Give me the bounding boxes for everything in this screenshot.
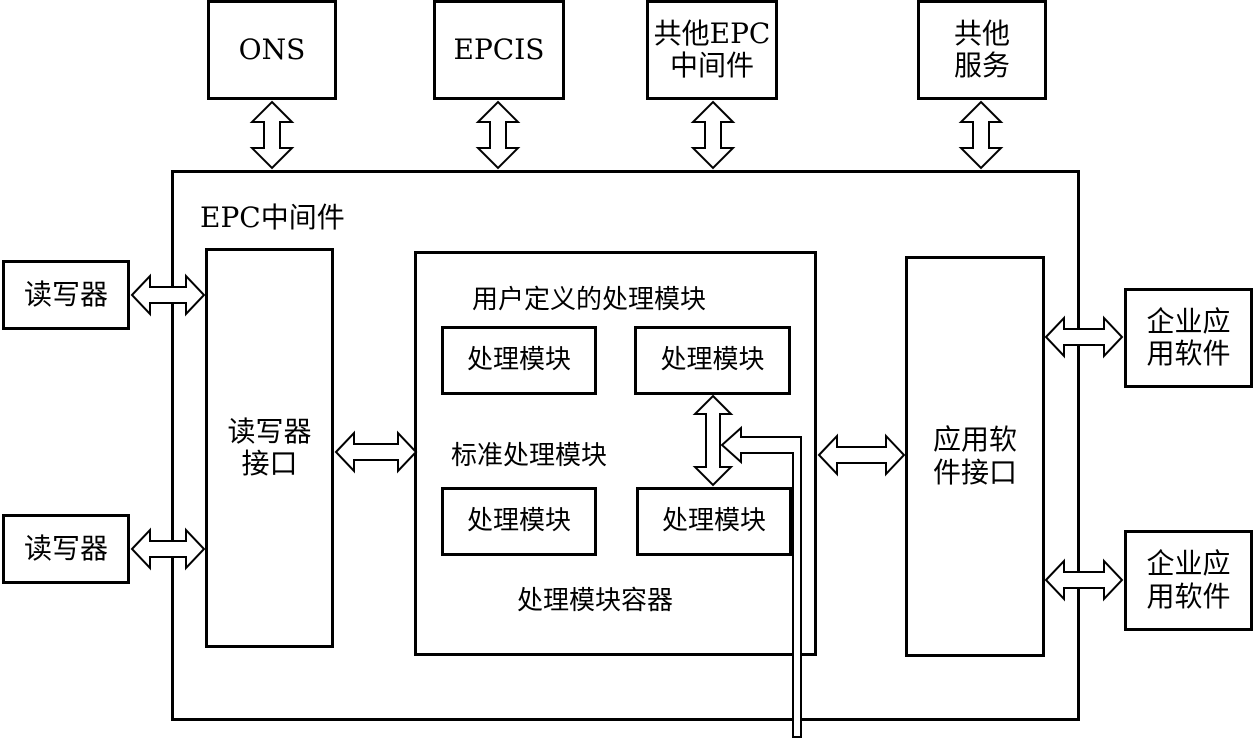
ons-link-arrow: [249, 100, 295, 170]
enterprise-software-bottom-line1: 企业应: [1146, 547, 1231, 581]
user-defined-modules-title: 用户定义的处理模块: [472, 285, 707, 315]
reader-label-top: 读写器: [23, 277, 108, 311]
reader-bottom-link-arrow: [130, 527, 206, 571]
enterprise-software-top-line1: 企业应: [1146, 304, 1231, 338]
external-input-arrow: [720, 425, 802, 738]
reader-interface-line2: 接口: [241, 447, 298, 480]
enterprise-software-box-bottom: 企业应 用软件: [1124, 530, 1253, 631]
application-interface-line2: 件接口: [932, 455, 1017, 489]
epcis-box: EPCIS: [433, 0, 565, 100]
processing-module-container-label: 处理模块容器: [517, 586, 674, 616]
container-app-interface-link-arrow: [817, 433, 906, 477]
other-epc-middleware-line2: 中间件: [669, 49, 754, 82]
enterprise-software-box-top: 企业应 用软件: [1124, 288, 1253, 388]
processing-module-box-1: 处理模块: [441, 326, 597, 395]
reader-interface-box: 读写器 接口: [205, 248, 334, 648]
other-epc-middleware-box: 共他EPC 中间件: [646, 0, 778, 100]
other-middleware-link-arrow: [690, 100, 736, 170]
ons-label: ONS: [238, 32, 306, 66]
other-services-box: 共他 服务: [917, 0, 1047, 100]
epcis-label: EPCIS: [453, 32, 545, 66]
standard-modules-title: 标准处理模块: [451, 441, 608, 471]
reader-box-bottom: 读写器: [2, 514, 130, 584]
enterprise-software-bottom-line2: 用软件: [1146, 579, 1231, 613]
processing-module-box-2: 处理模块: [634, 326, 791, 395]
other-services-line1: 共他: [953, 16, 1010, 50]
processing-module-box-4: 处理模块: [636, 487, 792, 556]
enterprise-software-top-line2: 用软件: [1146, 337, 1231, 370]
other-services-line2: 服务: [953, 49, 1010, 82]
interface-container-link-arrow: [334, 430, 418, 474]
application-interface-box: 应用软 件接口: [905, 256, 1045, 657]
processing-module-label-2: 处理模块: [660, 344, 765, 375]
reader-interface-line1: 读写器: [227, 414, 312, 448]
application-interface-line1: 应用软: [932, 423, 1017, 457]
reader-top-link-arrow: [130, 273, 206, 317]
ons-box: ONS: [207, 0, 337, 100]
reader-label-bottom: 读写器: [23, 531, 108, 565]
epcis-link-arrow: [475, 100, 521, 170]
processing-module-label-4: 处理模块: [661, 505, 766, 536]
other-epc-middleware-line1: 共他EPC: [653, 16, 771, 50]
processing-module-box-3: 处理模块: [441, 487, 597, 556]
epc-middleware-title: EPC中间件: [200, 201, 345, 234]
processing-module-label-1: 处理模块: [466, 344, 571, 375]
other-services-link-arrow: [958, 100, 1004, 170]
module-link-arrow: [692, 394, 734, 487]
enterprise-top-link-arrow: [1044, 315, 1124, 359]
enterprise-bottom-link-arrow: [1044, 558, 1124, 602]
reader-box-top: 读写器: [2, 260, 130, 330]
processing-module-label-3: 处理模块: [466, 505, 571, 536]
